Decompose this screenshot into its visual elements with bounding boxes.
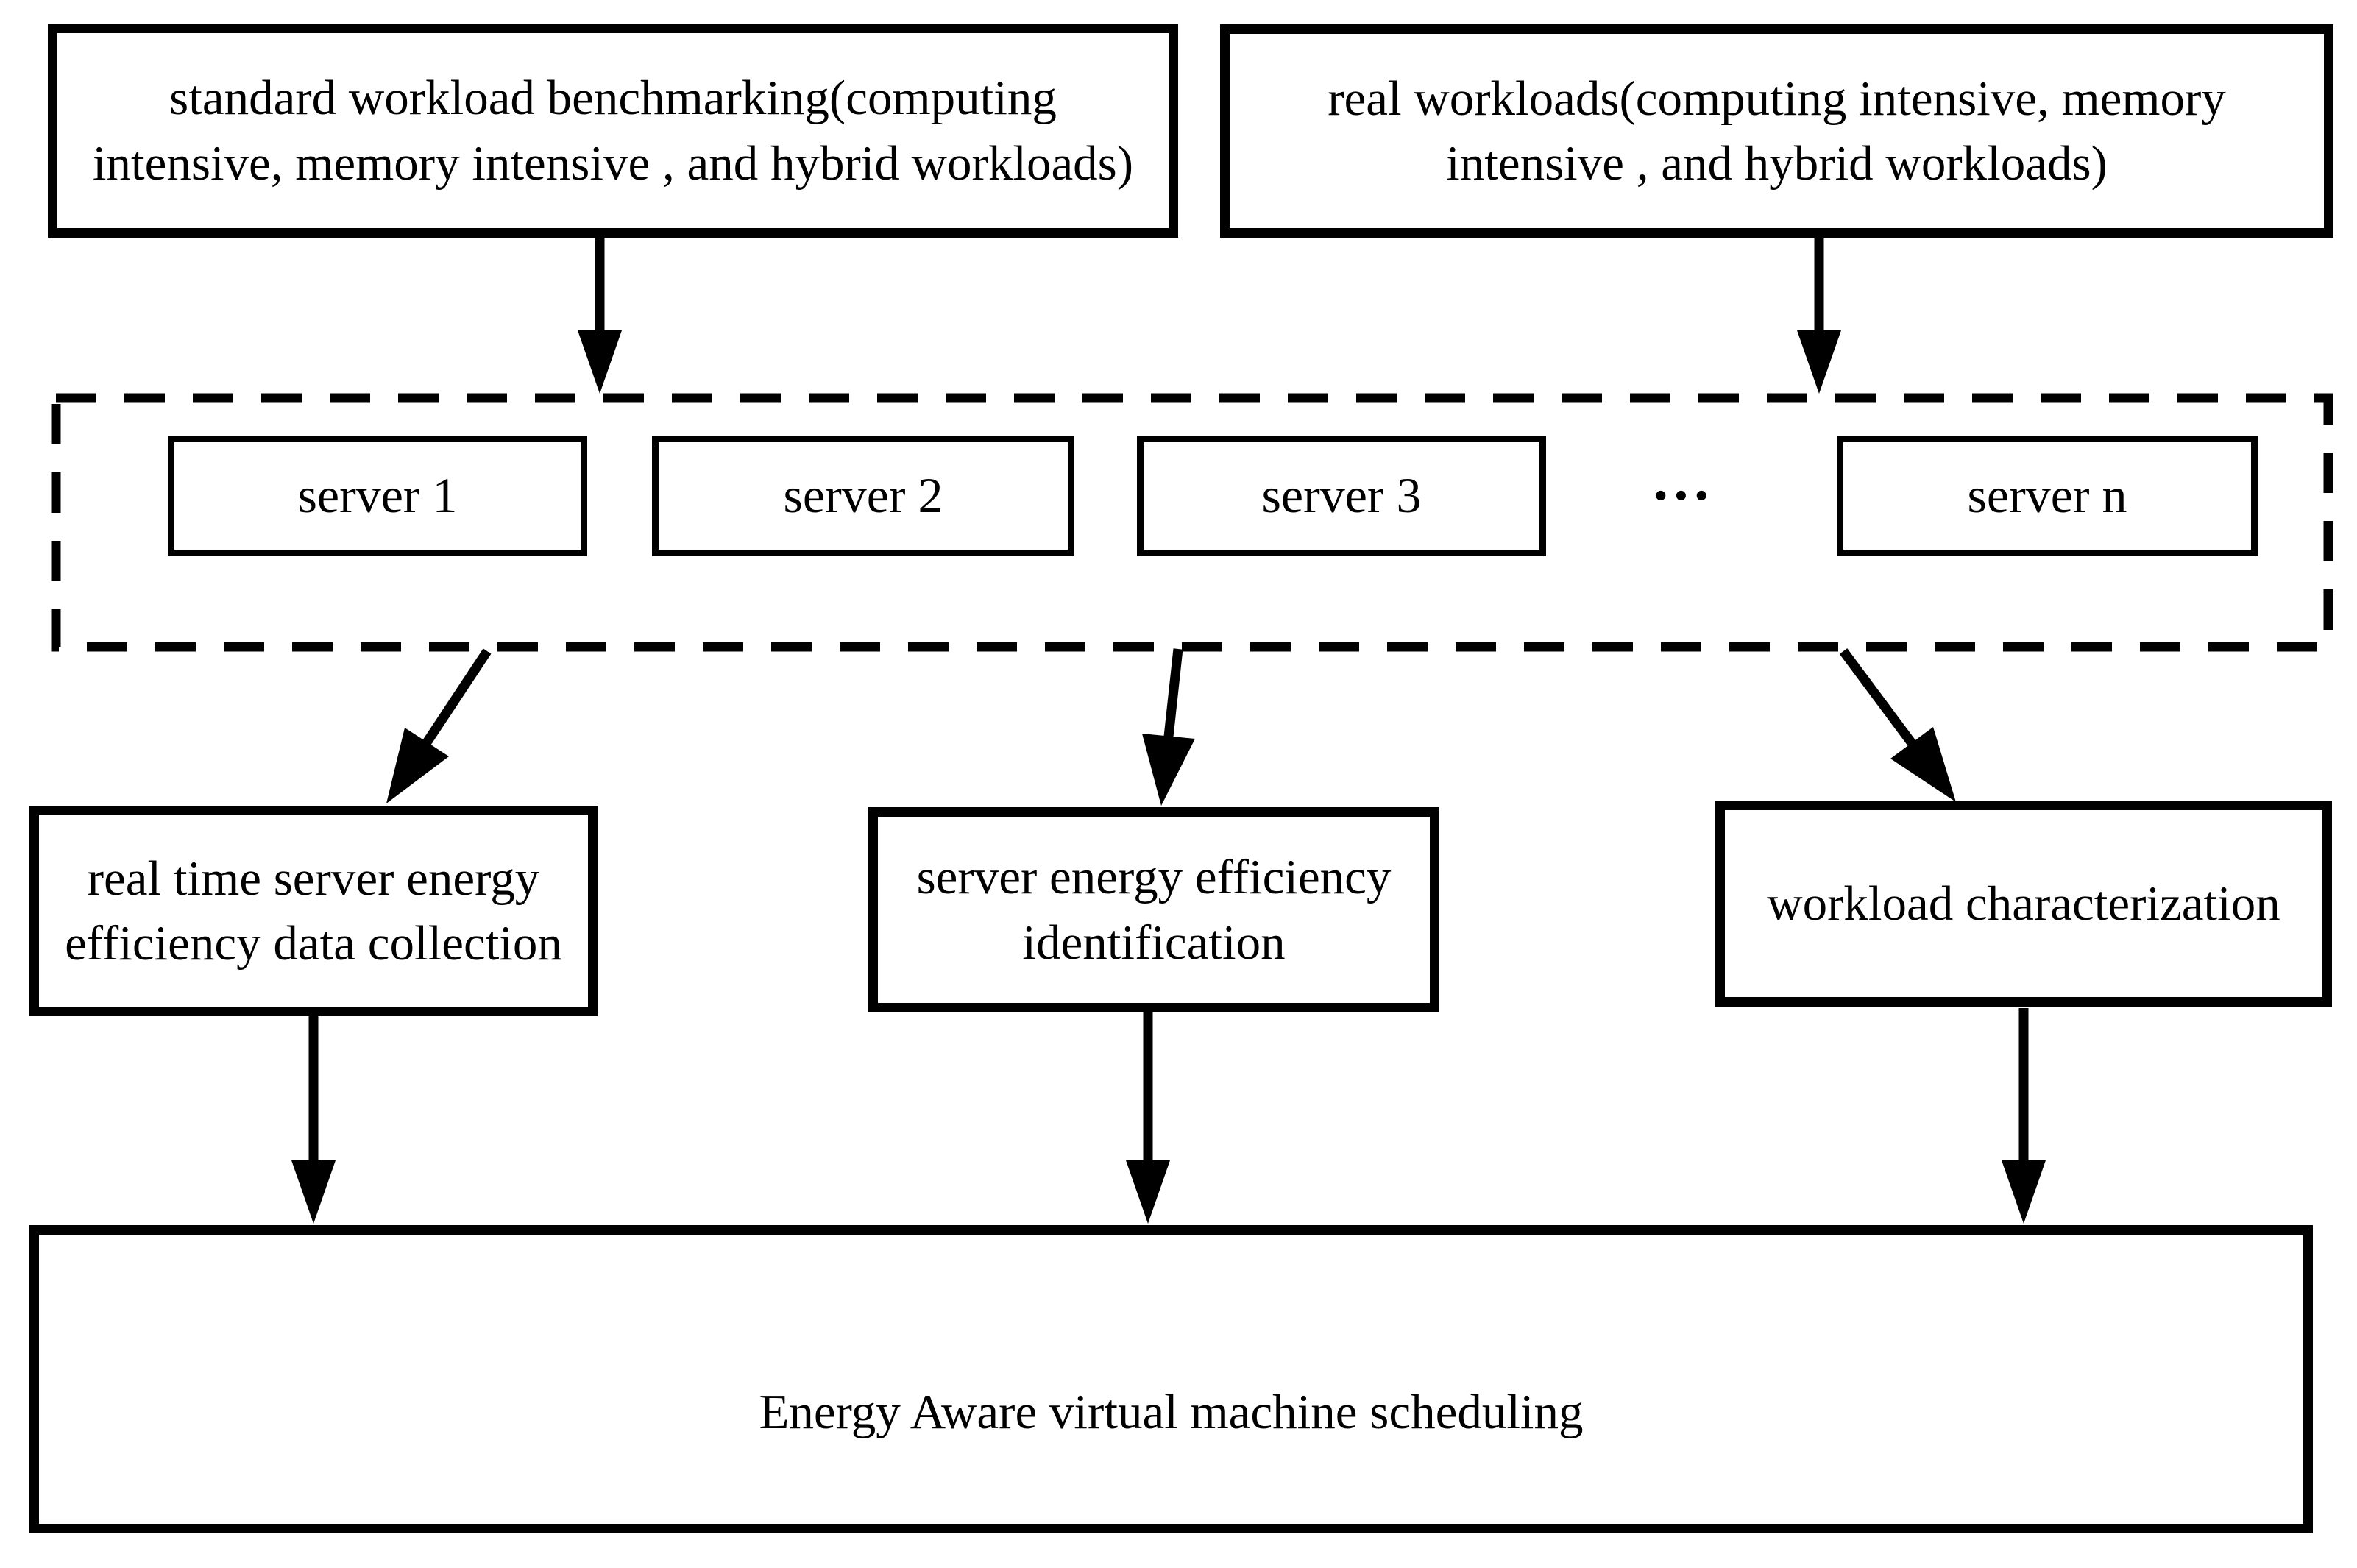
server-3-box: server 3 (1137, 436, 1546, 556)
server-2-box: server 2 (652, 436, 1074, 556)
vm-scheduler-box: Energy Aware virtual machine scheduling (29, 1225, 2313, 1533)
servers-ellipsis-label: ··· (1651, 463, 1712, 528)
server-n-box: server n (1837, 436, 2258, 556)
arrow-pool-to-characterization (1839, 648, 1956, 802)
standard-workload-box: standard workload benchmarking(computing… (48, 24, 1178, 238)
real-workloads-box: real workloads(computing intensive, memo… (1220, 24, 2333, 238)
arrow-characterization-to-scheduler (2002, 1008, 2046, 1224)
arrow-identification-to-scheduler (1126, 1012, 1170, 1224)
server-2-label: server 2 (783, 467, 943, 524)
server-pool-dashed-border (51, 393, 2333, 652)
arrow-pool-to-identification (1142, 648, 1195, 806)
data-collection-label: real time server energy efficiency data … (65, 851, 562, 971)
arrow-standard-to-pool (578, 238, 622, 394)
workload-characterization-label: workload characterization (1767, 876, 2280, 931)
server-n-label: server n (1967, 467, 2127, 524)
efficiency-identification-box: server energy efficiency identification (868, 807, 1439, 1012)
arrow-collection-to-scheduler (291, 1015, 336, 1224)
servers-ellipsis: ··· (1623, 436, 1740, 556)
standard-workload-label: standard workload benchmarking(computing… (92, 71, 1134, 191)
workload-characterization-box: workload characterization (1715, 801, 2332, 1007)
server-1-box: server 1 (168, 436, 587, 556)
real-workloads-label: real workloads(computing intensive, memo… (1328, 71, 2226, 191)
vm-scheduler-label: Energy Aware virtual machine scheduling (759, 1385, 1584, 1440)
efficiency-identification-label: server energy efficiency identification (916, 850, 1392, 970)
server-3-label: server 3 (1261, 467, 1422, 524)
data-collection-box: real time server energy efficiency data … (29, 806, 598, 1016)
arrow-pool-to-collection (386, 648, 492, 803)
server-1-label: server 1 (297, 467, 458, 524)
arrow-real-to-pool (1797, 238, 1841, 394)
